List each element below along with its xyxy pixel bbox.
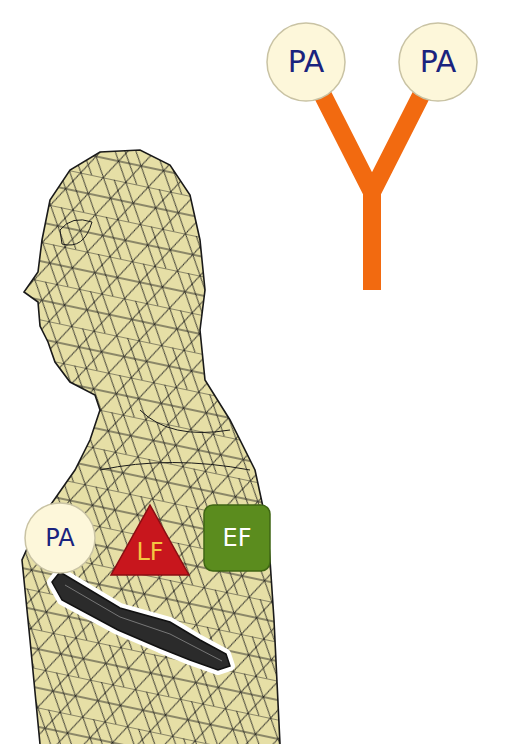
node-label: LF xyxy=(136,540,163,564)
human-body xyxy=(0,140,300,744)
shape-fill xyxy=(25,503,95,573)
y-connector xyxy=(322,94,421,290)
shape-fill xyxy=(399,23,477,101)
shape-fill xyxy=(267,23,345,101)
lf-triangle: LF xyxy=(110,504,190,576)
pa-circle: PA xyxy=(24,502,96,574)
shape-fill xyxy=(111,505,189,575)
node-label: EF xyxy=(223,526,252,550)
node-label: PA xyxy=(288,47,325,77)
shape-fill xyxy=(204,505,270,571)
node-label: PA xyxy=(420,47,457,77)
pa-circle: PA xyxy=(266,22,346,102)
ef-box: EF xyxy=(203,504,271,572)
node-label: PA xyxy=(45,526,74,550)
y-stroke xyxy=(322,94,421,290)
probe-device xyxy=(52,572,230,670)
pa-circle: PA xyxy=(398,22,478,102)
